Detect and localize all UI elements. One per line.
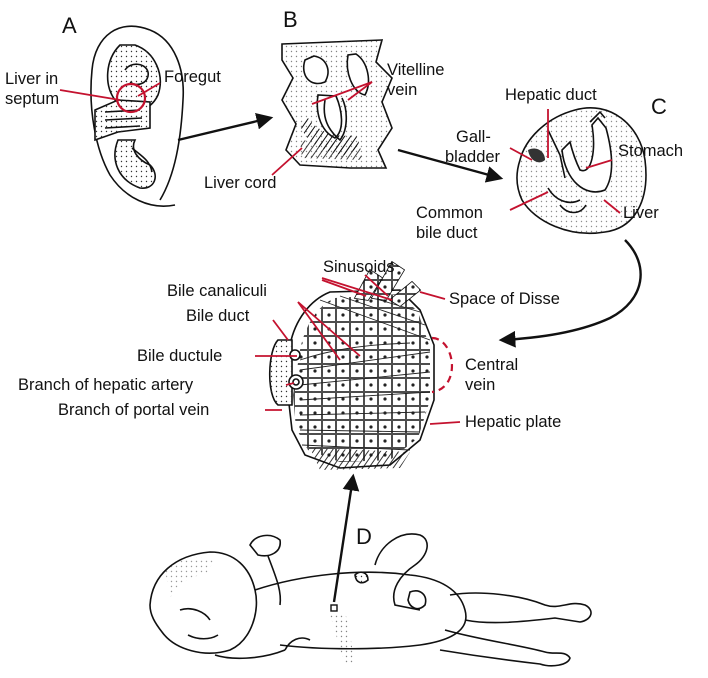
label-liver: Liver xyxy=(623,204,659,222)
arrow-infant-to-lobule xyxy=(332,473,360,603)
label-gallbladder-1: Gall- xyxy=(456,128,491,146)
label-vitelline-vein-2: vein xyxy=(387,81,417,99)
label-hepatic-duct: Hepatic duct xyxy=(505,86,597,104)
gallbladder-stomach-drawing xyxy=(516,107,647,234)
label-branch-hepatic-artery: Branch of hepatic artery xyxy=(18,376,194,394)
label-vitelline-vein-1: Vitelline xyxy=(387,61,444,79)
label-space-of-disse: Space of Disse xyxy=(449,290,560,308)
label-foregut: Foregut xyxy=(164,68,221,86)
arrow-a-to-b xyxy=(177,112,274,142)
label-central-vein-1: Central xyxy=(465,356,518,374)
label-hepatic-plate: Hepatic plate xyxy=(465,413,561,431)
central-vein-marker xyxy=(431,336,454,394)
infant-drawing xyxy=(149,533,592,667)
embryo-drawing xyxy=(90,25,185,207)
label-bile-ductule: Bile ductule xyxy=(137,347,222,365)
label-bile-duct: Bile duct xyxy=(186,307,250,325)
arrow-b-to-c xyxy=(397,148,504,183)
panel-label-c: C xyxy=(651,94,667,119)
liver-lobule-drawing xyxy=(268,260,454,470)
liver-in-septum-marker xyxy=(115,82,147,114)
label-bile-canaliculi: Bile canaliculi xyxy=(167,282,267,300)
panel-label-a: A xyxy=(62,13,77,38)
label-gallbladder-2: bladder xyxy=(445,148,501,166)
label-liver-in-septum-1: Liver in xyxy=(5,70,58,88)
panel-label-b: B xyxy=(283,7,298,32)
label-common-bile-duct-1: Common xyxy=(416,204,483,222)
liver-cord-section-drawing xyxy=(281,39,393,169)
liver-location-marker xyxy=(330,604,338,612)
label-central-vein-2: vein xyxy=(465,376,495,394)
label-sinusoids: Sinusoids xyxy=(323,258,395,276)
panel-label-d: D xyxy=(356,524,372,549)
leader-lines xyxy=(59,81,621,425)
label-liver-in-septum-2: septum xyxy=(5,90,59,108)
arrow-c-to-lobule xyxy=(498,239,642,348)
label-stomach: Stomach xyxy=(618,142,683,160)
label-common-bile-duct-2: bile duct xyxy=(416,224,478,242)
label-branch-portal-vein: Branch of portal vein xyxy=(58,401,209,419)
label-liver-cord: Liver cord xyxy=(204,174,276,192)
